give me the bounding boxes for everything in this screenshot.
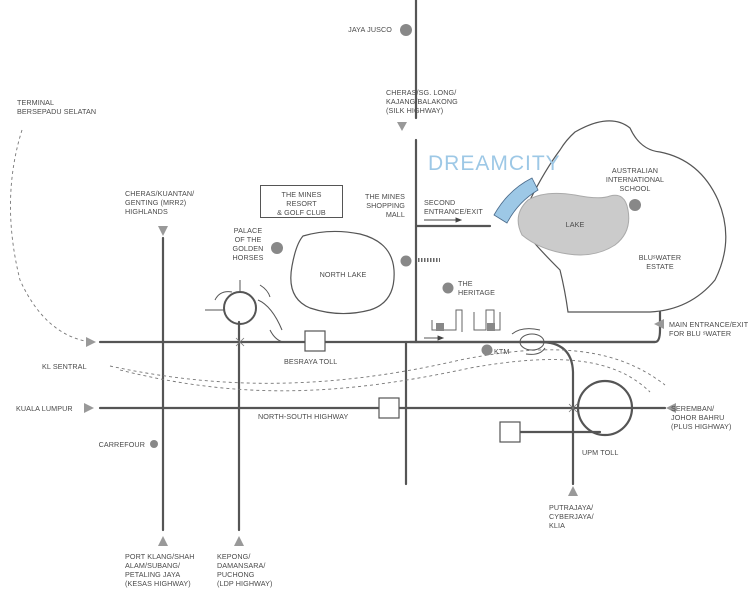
school-label: AUSTRALIAN INTERNATIONAL SCHOOL	[605, 166, 665, 193]
bluwater-estate-label: BLUˢWATER ESTATE	[638, 253, 682, 271]
kuala-lumpur-label: KUALA LUMPUR	[16, 404, 73, 413]
mines-mall-dot	[400, 255, 412, 267]
north-south-highway-label: NORTH-SOUTH HIGHWAY	[258, 412, 349, 421]
palace-label: PALACE OF THE GOLDEN HORSES	[232, 226, 264, 262]
besraya-toll-label: BESRAYA TOLL	[284, 357, 338, 366]
besraya-toll	[304, 330, 326, 352]
jaya-jusco-label: JAYA JUSCO	[348, 25, 392, 34]
blu-water-access-road	[408, 310, 662, 344]
second-entrance-label: SECOND ENTRANCE/EXIT	[424, 198, 483, 216]
putrajaya-road	[538, 340, 575, 486]
palace-roundabout	[223, 291, 257, 325]
jaya-jusco-dot	[400, 24, 412, 36]
terminal-label: TERMINAL BERSEPADU SELATAN	[17, 98, 97, 116]
lake-label: LAKE	[565, 220, 585, 229]
lake	[517, 192, 630, 256]
main-entrance-label: MAIN ENTRANCE/EXIT FOR BLU ˢWATER	[669, 320, 749, 338]
north-lake	[290, 230, 395, 315]
ktm-label: KTM	[494, 347, 510, 356]
dreamcity-logo: DREAMCITY	[428, 152, 561, 175]
putrajaya-arrow	[568, 486, 578, 496]
palace-dot	[271, 242, 283, 254]
seremban-label: SEREMBAN/ JOHOR BAHRU (PLUS HIGHWAY)	[671, 404, 732, 431]
kesas-arrow	[158, 536, 168, 546]
kepong-label: KEPONG/ DAMANSARA/ PUCHONG (LDP HIGHWAY)	[217, 552, 273, 588]
mines-resort-box: THE MINES RESORT & GOLF CLUB	[260, 185, 343, 218]
heritage-dot	[442, 282, 454, 294]
dreamcity-crescent	[493, 177, 539, 224]
upm-toll	[499, 421, 521, 443]
kl-sentral-label: KL SENTRAL	[42, 362, 87, 371]
rail-kl-sentral-2	[119, 359, 651, 393]
kl-arrow	[84, 403, 94, 413]
seremban-arrow	[666, 403, 676, 413]
rail-terminal	[10, 129, 91, 343]
rail-kl-sentral	[109, 349, 666, 386]
north-lake-label: NORTH LAKE	[319, 270, 367, 279]
main-entrance-arrow	[654, 319, 664, 329]
mines-resort-label: THE MINES RESORT & GOLF CLUB	[277, 190, 326, 217]
nsh-toll	[378, 397, 400, 419]
carrefour-dot	[150, 440, 158, 448]
silk-arrow	[397, 122, 407, 131]
mines-mall-label: THE MINES SHOPPING MALL	[364, 192, 405, 219]
carrefour-label: CARREFOUR	[98, 440, 145, 449]
heritage-label: THE HERITAGE	[458, 279, 496, 297]
school-dot	[629, 199, 641, 211]
mrr2-west-arrow	[86, 337, 96, 347]
ktm-dot	[481, 344, 493, 356]
cheras-kuantan-label: CHERAS/KUANTAN/ GENTING (MRR2) HIGHLANDS	[125, 189, 195, 216]
port-klang-label: PORT KLANG/SHAH ALAM/SUBANG/ PETALING JA…	[125, 552, 195, 588]
ldp-arrow	[234, 536, 244, 546]
upm-interchange-loop	[576, 379, 634, 437]
silk-highway-label: CHERAS/SG. LONG/ KAJANG/BALAKONG (SILK H…	[386, 88, 458, 115]
putrajaya-label: PUTRAJAYA/ CYBERJAYA/ KLIA	[549, 503, 594, 530]
upm-toll-label: UPM TOLL	[582, 448, 619, 457]
mrr2-arrow	[158, 226, 168, 236]
